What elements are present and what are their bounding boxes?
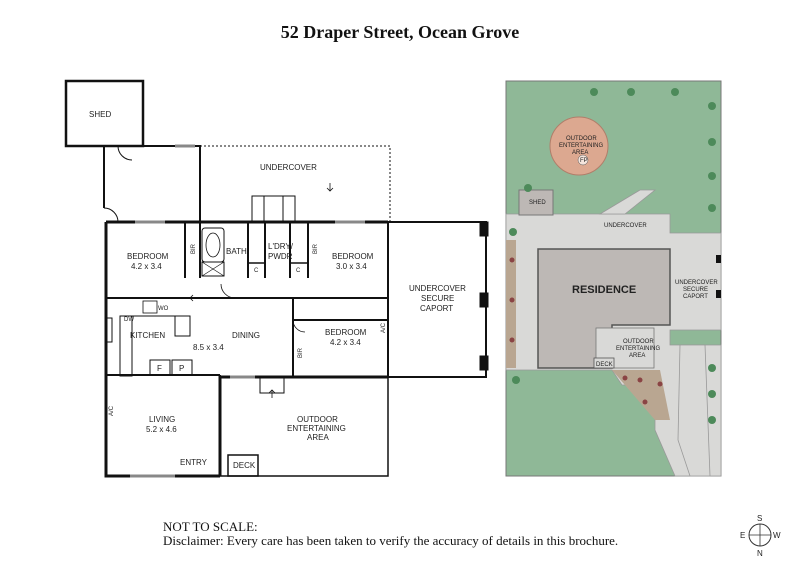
site-outdoor-label-3: AREA <box>572 150 588 156</box>
laundry-label: L'DRY/ <box>268 242 294 251</box>
cupboard-label-1: C <box>254 268 259 274</box>
compass-south: S <box>757 514 762 523</box>
residence-label: RESIDENCE <box>572 284 636 296</box>
living-dim: 5.2 x 4.6 <box>146 425 177 434</box>
site-undercover-label: UNDERCOVER <box>604 223 647 229</box>
site-outdoor-label-1: OUTDOOR <box>566 136 597 142</box>
shed-label: SHED <box>89 110 111 119</box>
outdoor-label-1: OUTDOOR <box>297 415 338 424</box>
bedroom-east-dim: 3.0 x 3.4 <box>336 262 367 271</box>
site-outdoor-label-2: ENTERTAINING <box>559 143 603 149</box>
bir-label-3: BIR <box>298 347 304 358</box>
bedroom-south-label: BEDROOM <box>325 328 367 337</box>
entry-label: ENTRY <box>180 458 208 467</box>
deck-label: DECK <box>233 461 256 470</box>
compass-east: E <box>740 531 745 540</box>
outdoor-label-2: ENTERTAINING <box>287 424 346 433</box>
site-shed <box>518 189 554 216</box>
site-outdoor-b-label-2: ENTERTAINING <box>616 346 660 352</box>
site-deck-label: DECK <box>596 362 613 368</box>
bedroom-east-label: BEDROOM <box>332 252 374 261</box>
bath-label: BATH <box>226 247 247 256</box>
outdoor-label-3: AREA <box>307 433 329 442</box>
living-label: LIVING <box>149 415 175 424</box>
bedroom-south-dim: 4.2 x 3.4 <box>330 338 361 347</box>
wall-oven-label: WO <box>158 306 169 312</box>
site-outdoor-b-label-1: OUTDOOR <box>623 339 654 345</box>
compass-north: N <box>757 549 763 558</box>
floor-plan <box>64 79 490 478</box>
site-caport-label-2: SECURE <box>683 287 708 293</box>
bedroom-west-label: BEDROOM <box>127 252 169 261</box>
pantry-label: P <box>179 364 184 373</box>
compass-icon: S N E W <box>740 514 781 558</box>
site-plan <box>505 80 722 477</box>
compass-west: W <box>773 531 781 540</box>
powder-label: PWDR <box>268 252 293 261</box>
cupboard-label-2: C <box>296 268 301 274</box>
entertaining-area-circle <box>549 116 609 176</box>
bedroom-west-dim: 4.2 x 3.4 <box>131 262 162 271</box>
ac-label-1: A/C <box>381 322 387 333</box>
site-shed-label: SHED <box>529 200 546 206</box>
dishwasher-label: DW <box>124 317 134 323</box>
site-caport-label-3: CAPORT <box>683 294 708 300</box>
dining-dim: 8.5 x 3.4 <box>193 343 224 352</box>
undercover-label: UNDERCOVER <box>260 163 317 172</box>
disclaimer: Disclaimer: Every care has been taken to… <box>163 533 619 548</box>
bir-label-1: BIR <box>191 243 197 254</box>
site-plan-labels: OUTDOOR ENTERTAINING AREA FP SHED UNDERC… <box>529 136 718 368</box>
scale-note: NOT TO SCALE: <box>163 519 258 534</box>
ac-label-2: A/C <box>109 405 115 416</box>
caport-label-3: CAPORT <box>420 304 453 313</box>
site-outdoor-b-label-3: AREA <box>629 353 645 359</box>
bir-label-2: BIR <box>313 243 319 254</box>
caport-label-1: UNDERCOVER <box>409 284 466 293</box>
fridge-label: F <box>157 364 162 373</box>
floor-plan-labels: SHED UNDERCOVER BEDROOM 4.2 x 3.4 BIR BA… <box>89 110 466 470</box>
dining-label: DINING <box>232 331 260 340</box>
residence-footprint <box>537 248 671 369</box>
caport-label-2: SECURE <box>421 294 454 303</box>
notes: NOT TO SCALE: Disclaimer: Every care has… <box>163 520 618 548</box>
site-caport-label-1: UNDERCOVER <box>675 280 718 286</box>
kitchen-label: KITCHEN <box>130 331 165 340</box>
page-title: 52 Draper Street, Ocean Grove <box>280 22 520 42</box>
fireplace-label: FP <box>580 158 588 164</box>
